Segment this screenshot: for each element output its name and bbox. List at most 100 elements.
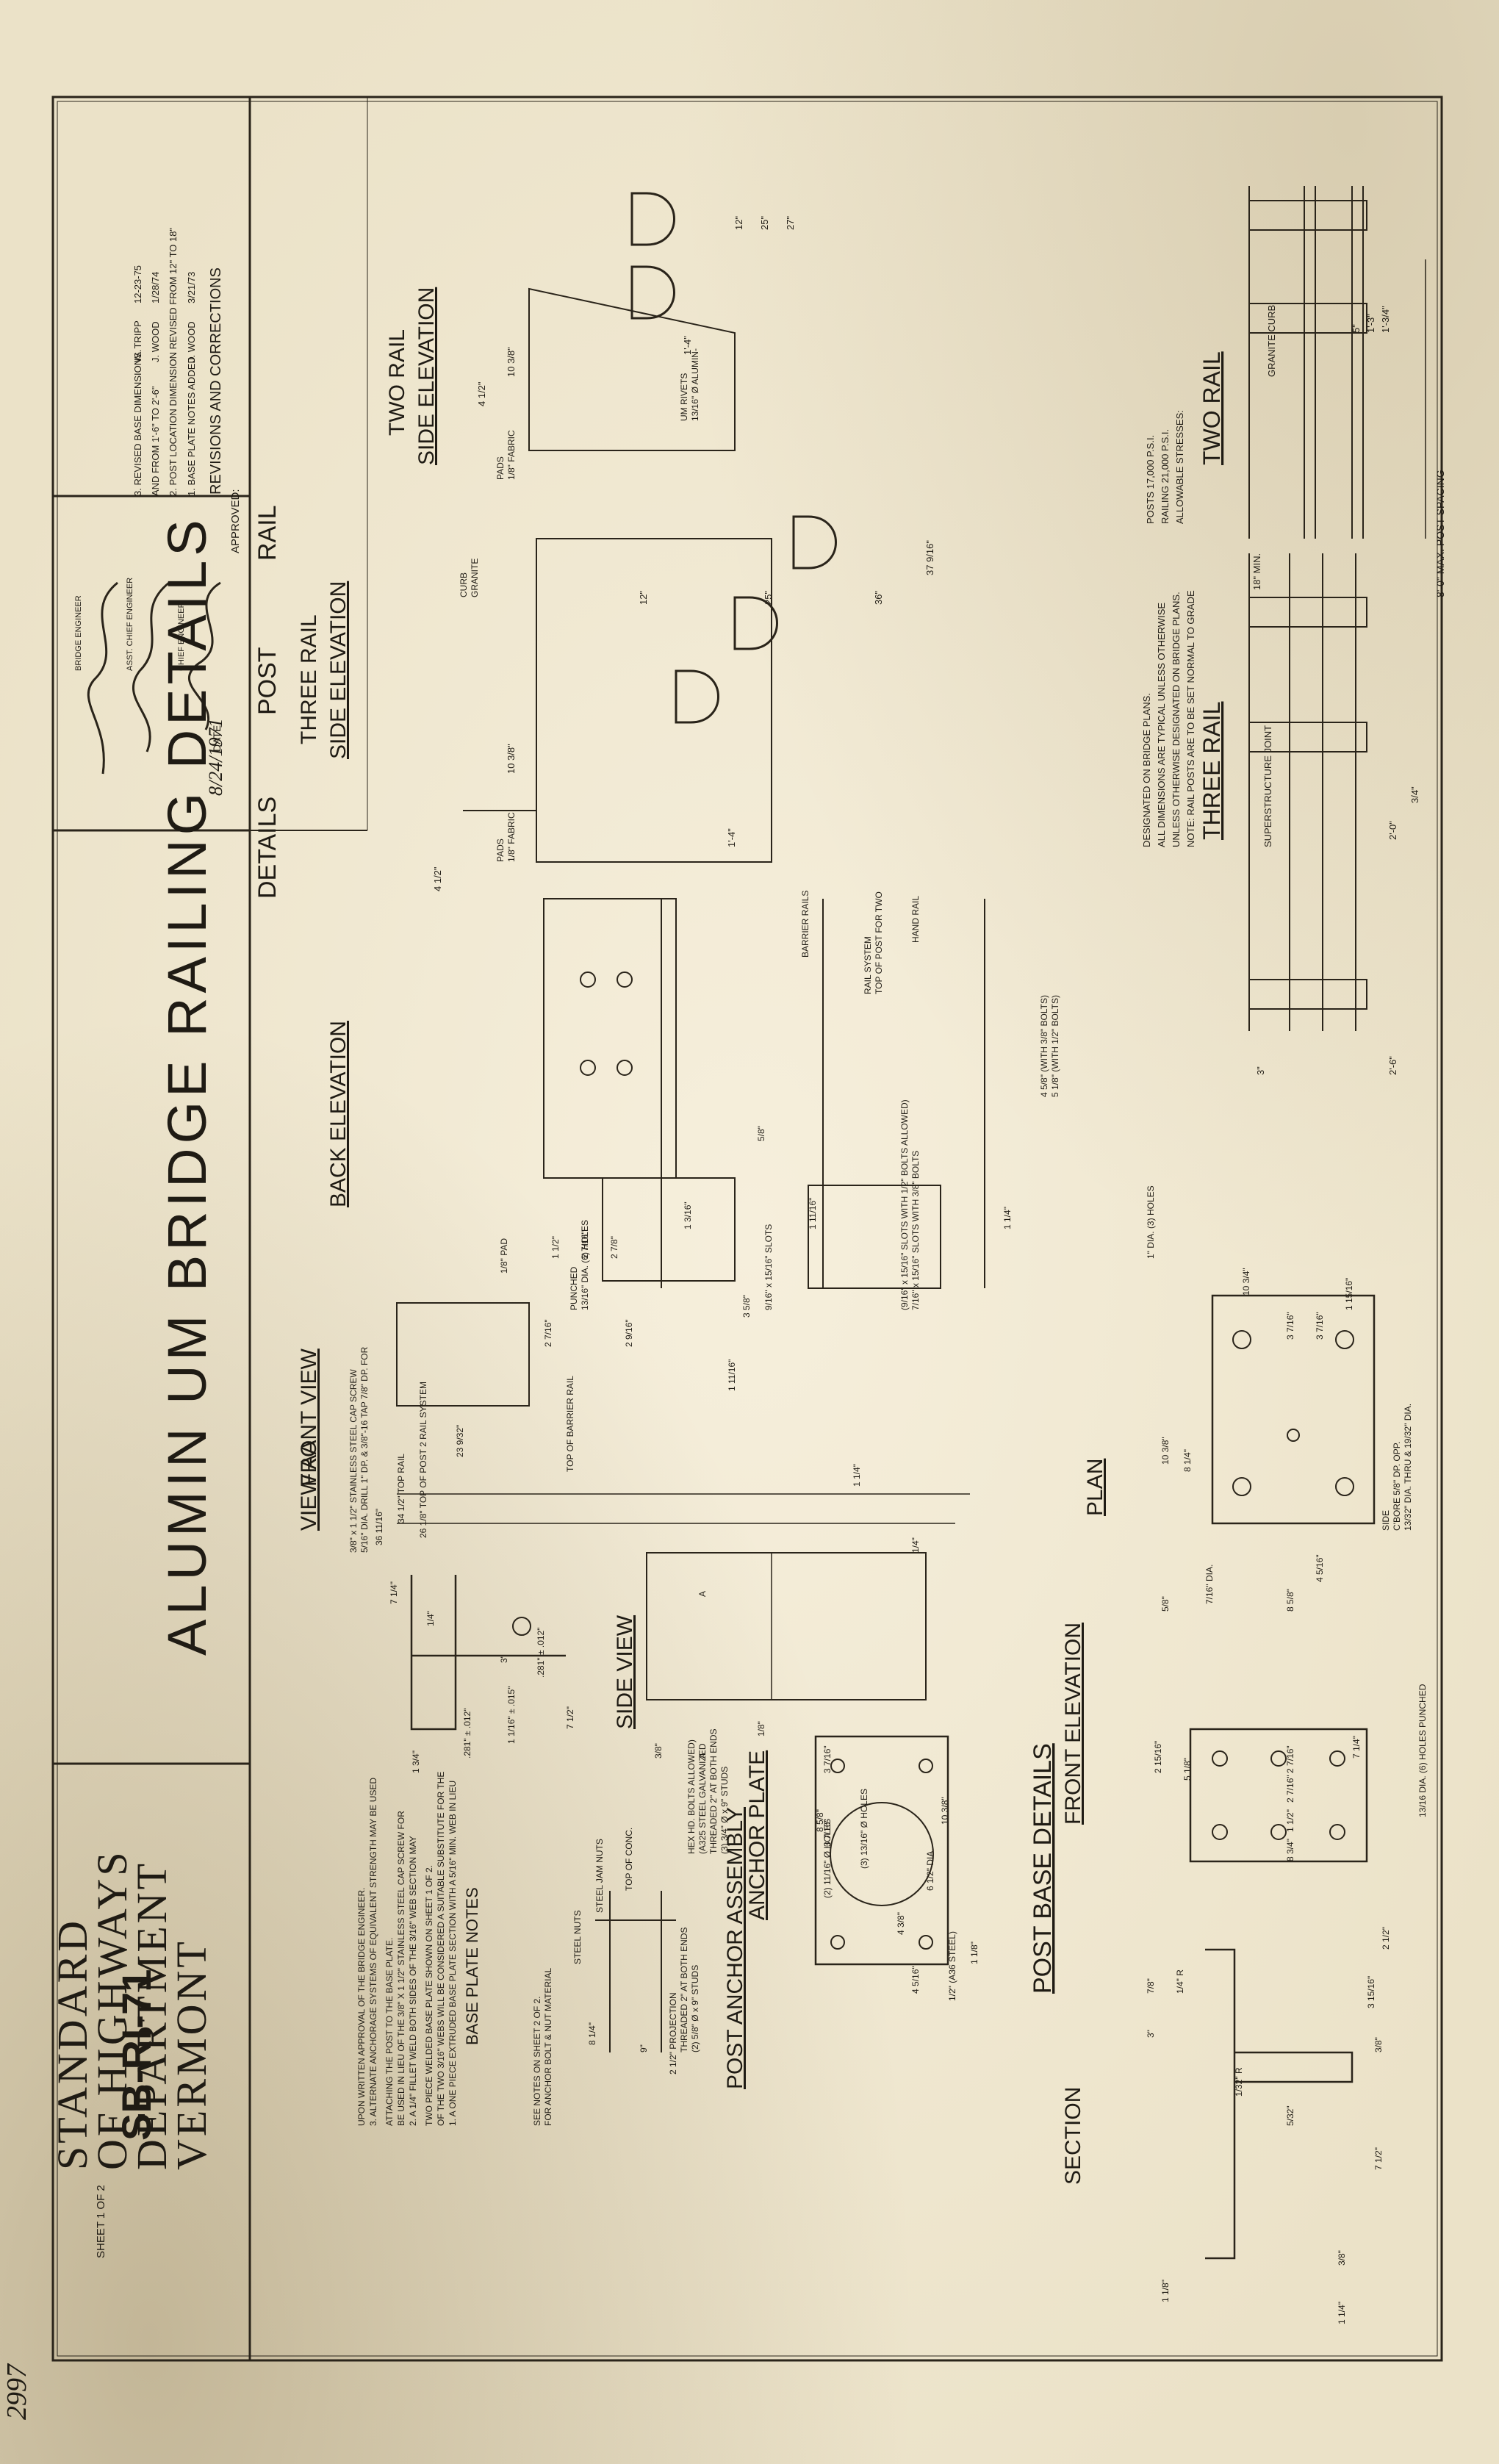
section-dim-9: 7/8": [1146, 1978, 1156, 1994]
side-three-pad-2: PADS: [495, 838, 506, 862]
view-aa-dim-2: 3": [499, 1655, 509, 1663]
front-note-4: 13/16" DIA. (6) HOLES: [580, 1220, 590, 1310]
two-rail-dim-2: 1'-3": [1365, 314, 1376, 333]
plan-hole-2: [1232, 1330, 1251, 1349]
post-anchor-assembly: POST ANCHOR ASSEMBLY TOP OF CONC. STEEL …: [532, 1807, 747, 2126]
section-profile: [1205, 1948, 1354, 2260]
view-aa-dim-7: 7 1/2": [565, 1706, 575, 1729]
plan-hole-1: [1335, 1330, 1354, 1349]
section-dim-5: 7 1/2": [1373, 2147, 1384, 2170]
three-rail-dim-1: 2'-0": [1387, 821, 1398, 840]
approved-label: APPROVED:: [229, 489, 242, 553]
post-anchor-note-8: SEE NOTES ON SHEET 2 OF 2.: [532, 1997, 542, 2127]
section-dim-1: 2 1/2": [1381, 1927, 1391, 1950]
front-note-6: 5/16" DIA. DRILL 1" DP. & 3/8"-16 TAP 7/…: [359, 1346, 370, 1553]
plan-dim-9: 8 5/8": [1285, 1589, 1295, 1612]
base-plate-notes-title: BASE PLATE NOTES: [463, 1887, 481, 2045]
anchor-note-6: (3) 13/16" Ø HOLES: [859, 1789, 869, 1869]
anchor-dim-7: 1 1/8": [969, 1942, 979, 1964]
section-dim-12: 1 1/8": [1160, 2280, 1171, 2302]
side-view-dim-3: 3/8": [653, 1743, 664, 1759]
post-anchor-note-4: (2) 5/8" Ø x 9" STUDS: [690, 1965, 700, 2052]
side-three-pad-1: 1/8" FABRIC: [506, 812, 517, 862]
side-three-dim-12: 12": [638, 591, 649, 605]
bpn-line-2: OF THE TWO 3/16" WEBS WILL BE CONSIDERED…: [436, 1772, 446, 2126]
front-elev-dim-2: 2 7/16": [1285, 1745, 1295, 1773]
view-aa-dim-3: 7 1/4": [389, 1581, 399, 1604]
front-dim-1: TOP OF BARRIER RAIL: [565, 1376, 575, 1472]
side-elev-two-title-1: SIDE ELEVATION: [414, 287, 439, 465]
post-anchor-note-7: FOR ANCHOR BOLT & NUT MATERIAL: [543, 1968, 553, 2126]
back-dim-5: 1 11/16": [808, 1198, 818, 1229]
back-dim-10: 1/8" PAD: [499, 1238, 509, 1274]
side-two-note-4: PADS: [495, 456, 506, 480]
front-dim-5: 36 11/16": [374, 1509, 384, 1545]
revisions-block: REVISIONS AND CORRECTIONS 1. BASE PLATE …: [132, 227, 224, 496]
side-three-dim-37: 37 9/16": [924, 540, 935, 575]
section-dim-3: 3/8": [1373, 2037, 1384, 2052]
chief-engineer-signature: [187, 581, 221, 730]
post-anchor-dim-2: 9": [639, 2044, 649, 2052]
post-anchor-dim-1: 8 1/4": [587, 2022, 597, 2045]
view-aa-title: VIEW AA: [297, 1440, 321, 1531]
side-three-post-outline: [536, 538, 772, 863]
two-rail-strip: TWO RAIL 8'-0" MAX. POST SPACING GRANITE…: [1145, 186, 1446, 597]
side-two-note-3: 1/8" FABRIC: [506, 430, 517, 480]
front-elevation: FRONT ELEVATION 13/16 DIA. (6) HOLES PUN…: [1061, 1623, 1428, 1863]
back-elev-title: BACK ELEVATION: [326, 1021, 351, 1207]
revision-2-date: 1/28/74: [150, 272, 161, 303]
side-three-dim-14: 1'-4": [726, 828, 737, 847]
back-dim-3: 5/8": [756, 1126, 766, 1141]
drawing-number: SB-RI-71: [113, 1969, 159, 2141]
anchor-plate-title: ANCHOR PLATE: [745, 1750, 769, 1920]
plan-dim-7: 5/8": [1160, 1596, 1171, 1612]
plan-title: PLAN: [1083, 1459, 1107, 1516]
anchor-note-5: (2) 11/16" Ø HOLES: [822, 1819, 833, 1898]
side-two-note-2: UM RIVETS: [679, 373, 689, 421]
back-dim-7: 2 7/8": [609, 1236, 619, 1259]
anchor-dim-6: 4 5/16": [910, 1966, 921, 1994]
two-rail-dim-1: 1'-3/4": [1380, 306, 1391, 333]
side-two-rail-upper: [630, 265, 675, 320]
back-dim-9: 1 1/2": [550, 1236, 561, 1259]
agency-line-1: VERMONT: [168, 1939, 215, 2170]
front-dim-2: 23 9/32": [455, 1425, 465, 1457]
sheet-number: SHEET 1 OF 2: [95, 2185, 107, 2258]
bpn-line-4: 2. A 1/4" FILLET WELD BOTH SIDES OF THE …: [408, 1836, 418, 2126]
plan-note-2: 13/32" DIA. THRU & 19/32" DIA.: [1403, 1404, 1413, 1531]
plan-note-4: SIDE: [1381, 1510, 1391, 1531]
front-elevation-title: FRONT ELEVATION: [1061, 1623, 1085, 1825]
side-view-dim-2: 1/8": [756, 1721, 766, 1736]
side-view-dim-1: 1/4": [910, 1537, 921, 1553]
front-elev-dim-4: 1 1/2": [1285, 1809, 1295, 1832]
outer-border: [51, 96, 1443, 2362]
view-aa: VIEW AA 1/4" 3" 7 1/4" 1 1/16" ± .015" .…: [297, 1440, 575, 1773]
section-title-label: SECTION: [1061, 2087, 1085, 2185]
view-aa-profile: [410, 1575, 566, 1731]
three-rail-dim-2: 2'-6": [1387, 1056, 1398, 1075]
front-post-upper: [808, 1185, 941, 1289]
three-post-2: [1248, 722, 1367, 753]
side-three-granite: GRANITE: [470, 558, 480, 597]
bpn-line-5: BE USED IN LIEU OF THE 3/8" X 1 1/2" STA…: [396, 1811, 406, 2126]
agency-block: VERMONT DEPARTMENT OF HIGHWAYS STANDARD …: [1, 1849, 215, 2420]
main-title: ALUMIN UM BRIDGE RAILING DETAILS: [157, 515, 218, 1656]
plan-view: PLAN 1" DIA. (3) HOLES 13/32" DIA. THRU …: [1083, 1185, 1413, 1612]
two-rail-spacing: 8'-0" MAX. POST SPACING: [1434, 470, 1446, 597]
view-aa-dim-5: .281" ± .012": [536, 1628, 546, 1678]
front-dim-9: 2 9/16": [624, 1319, 634, 1347]
back-label-topofpost: TOP OF POST FOR TWO: [874, 891, 884, 994]
section-view: SECTION 2 1/2" 3 15/16" 3/8" 1/4" R 7 1/…: [1061, 1927, 1391, 2324]
front-dim-7: 1 11/16": [727, 1359, 737, 1391]
front-elev-hole-3: [1329, 1824, 1345, 1840]
front-dim-4: 34 1/2" TOP RAIL: [396, 1454, 406, 1523]
three-post-1: [1248, 597, 1367, 628]
approval-title-1: CHIEF ENGINEER: [177, 602, 186, 671]
back-dim-8: 2 7/16": [580, 1231, 590, 1259]
three-rail-strip: THREE RAIL SUPERSTRUCTURE JOINT 18" MIN.…: [1198, 553, 1420, 1075]
revisions-title: REVISIONS AND CORRECTIONS: [208, 267, 224, 495]
back-bolt-4: [617, 971, 633, 988]
front-elev-hole-1: [1212, 1824, 1228, 1840]
anchor-dim-4: 3 7/16": [822, 1745, 833, 1773]
